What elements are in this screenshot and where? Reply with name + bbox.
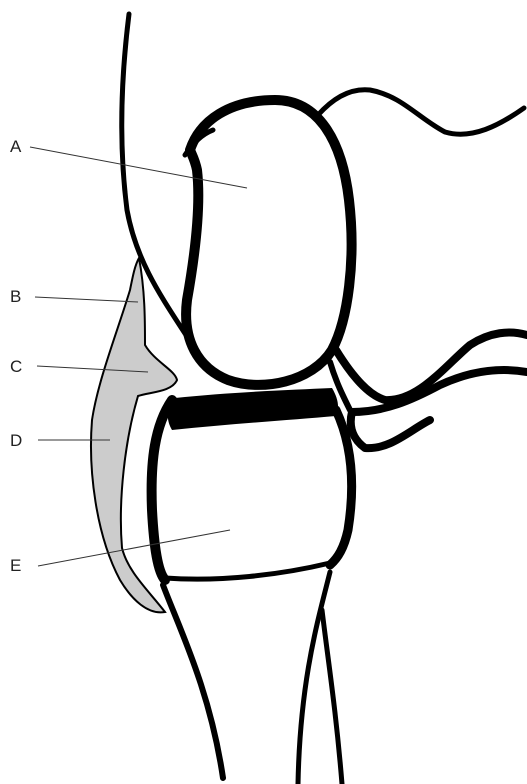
lower-bone-right-side xyxy=(330,410,352,565)
shaft-middle xyxy=(298,572,330,784)
label-c: C xyxy=(10,357,22,376)
shaft-left xyxy=(163,585,223,778)
lower-bone-left-side xyxy=(152,400,172,580)
leader-line-e xyxy=(38,530,230,566)
leader-line-b xyxy=(35,297,138,302)
upper-right-curve xyxy=(318,90,524,135)
lower-bone-top-plate xyxy=(168,388,338,430)
label-e: E xyxy=(10,556,21,575)
upper-bone-outline xyxy=(186,100,351,385)
leader-line-a xyxy=(30,147,247,188)
label-a: A xyxy=(10,137,22,156)
label-d: D xyxy=(10,431,22,450)
right-band-link xyxy=(351,412,430,448)
shaft-right xyxy=(322,610,342,784)
label-b: B xyxy=(10,287,21,306)
shaded-structure xyxy=(91,258,177,612)
lower-bone-bottom xyxy=(165,563,330,579)
